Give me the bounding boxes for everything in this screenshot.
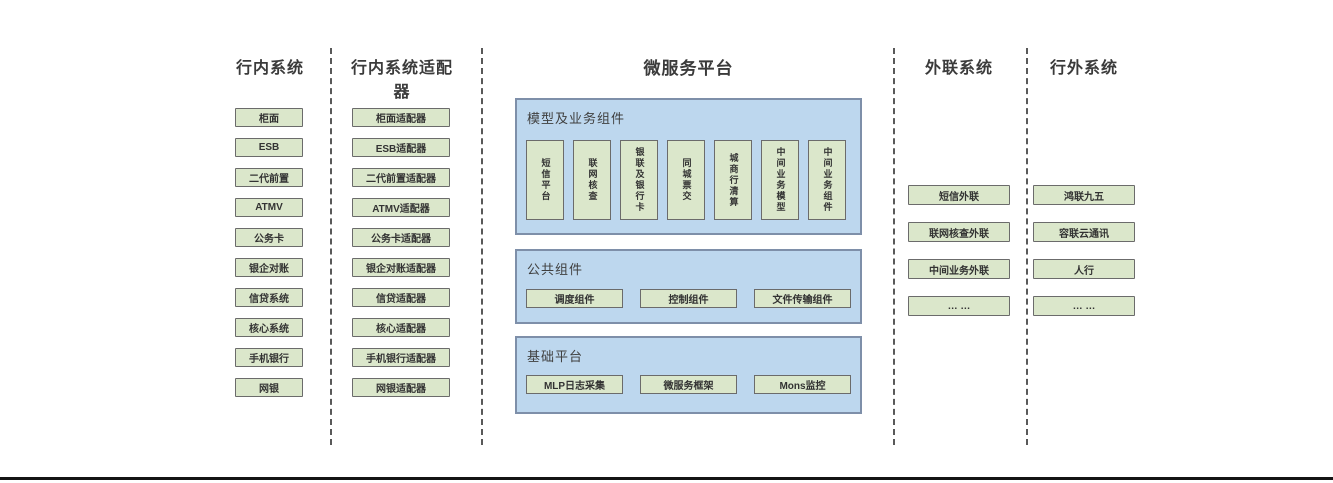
internal-adapter-node: 信贷适配器 — [352, 288, 450, 307]
common-component-node: 文件传输组件 — [754, 289, 851, 308]
model-component-node: 同城票交 — [667, 140, 705, 220]
divider-dashed-1 — [330, 48, 332, 445]
internal-adapters-list: 柜面适配器 ESB适配器二代前置适配器 ATMV适配器公务卡适配器银企对账适配器信贷… — [352, 108, 450, 397]
external-system-node: 人行 — [1033, 259, 1135, 279]
model-component-node: 城商行清算 — [714, 140, 752, 220]
model-component-node: 中间业务组件 — [808, 140, 846, 220]
external-system-node: … … — [1033, 296, 1135, 316]
outreach-systems-list: 短信外联联网核查外联中间业务外联 … … — [908, 185, 1010, 316]
internal-systems-list: 柜面 ESB 二代前置 ATMV 公务卡银企对账信贷系统核心系统手机银行网银 — [235, 108, 303, 397]
column-title-outreach-systems: 外联系统 — [924, 60, 993, 77]
internal-system-node: 信贷系统 — [235, 288, 303, 307]
internal-system-node: 柜面 — [235, 108, 303, 127]
common-component-node: 控制组件 — [640, 289, 737, 308]
outreach-system-node: 联网核查外联 — [908, 222, 1010, 242]
panel-base-platform: 基础平台 MLP日志采集微服务框架 Mons监控 — [515, 336, 862, 414]
internal-adapter-node: 核心适配器 — [352, 318, 450, 337]
internal-system-node: 网银 — [235, 378, 303, 397]
internal-system-node: 核心系统 — [235, 318, 303, 337]
internal-system-node: 银企对账 — [235, 258, 303, 277]
bottom-rule — [0, 477, 1333, 480]
panel-model-business-components: 模型及业务组件 短信平台联网核查银联及银行卡同城票交城商行清算中间业务模型中间业… — [515, 98, 862, 235]
outreach-system-node: 中间业务外联 — [908, 259, 1010, 279]
column-title-internal-systems: 行内系统 — [235, 60, 304, 77]
column-title-internal-adapters: 行内系统适配器 — [350, 60, 453, 101]
internal-system-node: 公务卡 — [235, 228, 303, 247]
internal-adapter-node: 柜面适配器 — [352, 108, 450, 127]
panel-label: 公共组件 — [527, 262, 584, 277]
outreach-system-node: 短信外联 — [908, 185, 1010, 205]
internal-adapter-node: 二代前置适配器 — [352, 168, 450, 187]
model-component-node: 联网核查 — [573, 140, 611, 220]
panel-common-components: 公共组件 调度组件控制组件文件传输组件 — [515, 249, 862, 324]
model-component-node: 银联及银行卡 — [620, 140, 658, 220]
internal-system-node: 手机银行 — [235, 348, 303, 367]
base-platform-node: Mons监控 — [754, 375, 851, 394]
divider-dashed-4 — [1026, 48, 1028, 445]
internal-adapter-node: 银企对账适配器 — [352, 258, 450, 277]
divider-dashed-2 — [481, 48, 483, 445]
internal-adapter-node: 公务卡适配器 — [352, 228, 450, 247]
divider-dashed-3 — [893, 48, 895, 445]
external-system-node: 鸿联九五 — [1033, 185, 1135, 205]
internal-system-node: ATMV — [235, 198, 303, 217]
internal-system-node: ESB — [235, 138, 303, 157]
internal-adapter-node: 手机银行适配器 — [352, 348, 450, 367]
external-system-node: 容联云通讯 — [1033, 222, 1135, 242]
column-title-microservice-platform: 微服务平台 — [643, 59, 734, 78]
internal-system-node: 二代前置 — [235, 168, 303, 187]
common-component-node: 调度组件 — [526, 289, 623, 308]
internal-adapter-node: ATMV适配器 — [352, 198, 450, 217]
panel-label: 基础平台 — [527, 349, 584, 364]
base-platform-node: 微服务框架 — [640, 375, 737, 394]
common-components-list: 调度组件控制组件文件传输组件 — [526, 289, 851, 308]
panel-label: 模型及业务组件 — [527, 111, 626, 126]
model-component-node: 中间业务模型 — [761, 140, 799, 220]
model-component-node: 短信平台 — [526, 140, 564, 220]
model-components-list: 短信平台联网核查银联及银行卡同城票交城商行清算中间业务模型中间业务组件 — [526, 140, 846, 220]
internal-adapter-node: 网银适配器 — [352, 378, 450, 397]
internal-adapter-node: ESB适配器 — [352, 138, 450, 157]
base-platform-node: MLP日志采集 — [526, 375, 623, 394]
base-platform-list: MLP日志采集微服务框架 Mons监控 — [526, 375, 851, 394]
external-systems-list: 鸿联九五容联云通讯人行 … … — [1033, 185, 1135, 316]
column-title-external-systems: 行外系统 — [1049, 60, 1118, 77]
outreach-system-node: … … — [908, 296, 1010, 316]
